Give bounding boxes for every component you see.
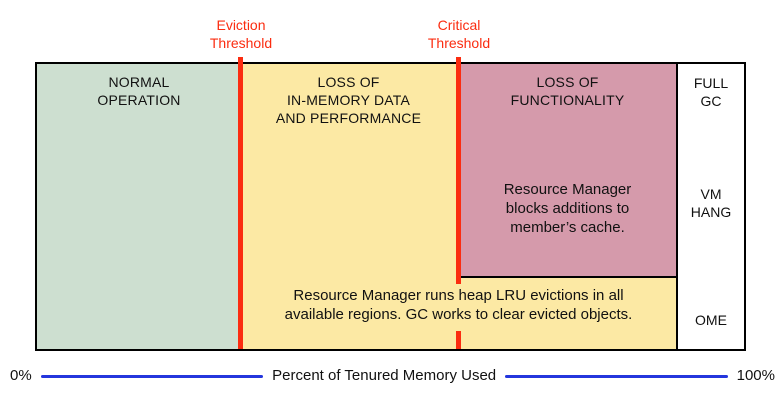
- critical-threshold-line-lower: [456, 331, 461, 349]
- critical-zone-region: [459, 64, 676, 278]
- axis-min-label: 0%: [10, 367, 32, 384]
- axis-rule-right: [505, 374, 728, 378]
- eviction-threshold-line: [238, 57, 243, 349]
- critical-threshold-label: Critical Threshold: [427, 17, 491, 51]
- eviction-zone-note: Resource Manager runs heap LRU evictions…: [284, 287, 633, 323]
- axis-rule-left: [40, 374, 264, 378]
- eviction-threshold-label: Eviction Threshold: [209, 17, 273, 51]
- normal-operation-region: [37, 64, 241, 349]
- normal-operation-title: NORMAL OPERATION: [97, 74, 181, 108]
- axis-max-label: 100%: [736, 367, 775, 384]
- outcomes-column: FULL GC VM HANG OME: [676, 64, 744, 349]
- axis-title: Percent of Tenured Memory Used: [272, 367, 497, 384]
- eviction-zone-title: LOSS OF IN-MEMORY DATA AND PERFORMANCE: [275, 74, 422, 126]
- critical-zone-note: Resource Manager blocks additions to mem…: [503, 181, 632, 236]
- ome-label: OME: [695, 312, 727, 328]
- critical-threshold-line-upper: [456, 57, 461, 284]
- full-gc-label: FULL GC: [693, 75, 729, 109]
- tenured-memory-axis: 0% Percent of Tenured Memory Used 100%: [10, 366, 775, 386]
- vm-hang-label: VM HANG: [690, 186, 732, 220]
- memory-usage-box: FULL GC VM HANG OME NORMAL OPERATION LOS…: [35, 57, 746, 351]
- critical-zone-title: LOSS OF FUNCTIONALITY: [510, 74, 625, 108]
